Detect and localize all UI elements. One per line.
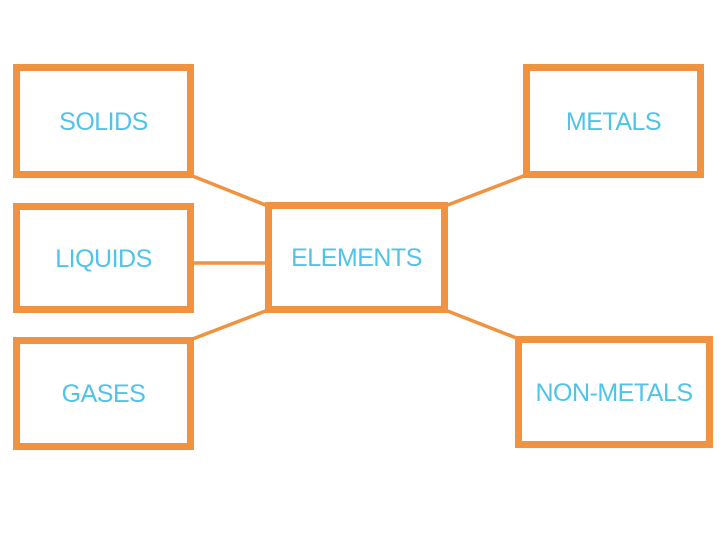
node-liquids-label: LIQUIDS — [55, 244, 152, 273]
connector-gases-elements — [189, 308, 269, 342]
node-gases[interactable]: GASES — [13, 337, 194, 450]
connector-solids-elements — [189, 173, 269, 208]
node-metals[interactable]: METALS — [523, 64, 704, 178]
connector-nonmetals-elements — [444, 308, 520, 341]
node-metals-label: METALS — [565, 107, 662, 136]
node-gases-label: GASES — [61, 380, 146, 408]
node-elements-label: ELEMENTS — [291, 244, 422, 272]
node-liquids[interactable]: LIQUIDS — [13, 203, 194, 313]
node-solids[interactable]: SOLIDS — [13, 64, 194, 178]
node-elements-center[interactable]: ELEMENTS — [265, 202, 448, 313]
node-non-metals[interactable]: NON-METALS — [515, 336, 713, 448]
node-non-metals-label: NON-METALS — [535, 378, 693, 407]
node-solids-label: SOLIDS — [59, 107, 148, 136]
connector-metals-elements — [444, 173, 527, 208]
